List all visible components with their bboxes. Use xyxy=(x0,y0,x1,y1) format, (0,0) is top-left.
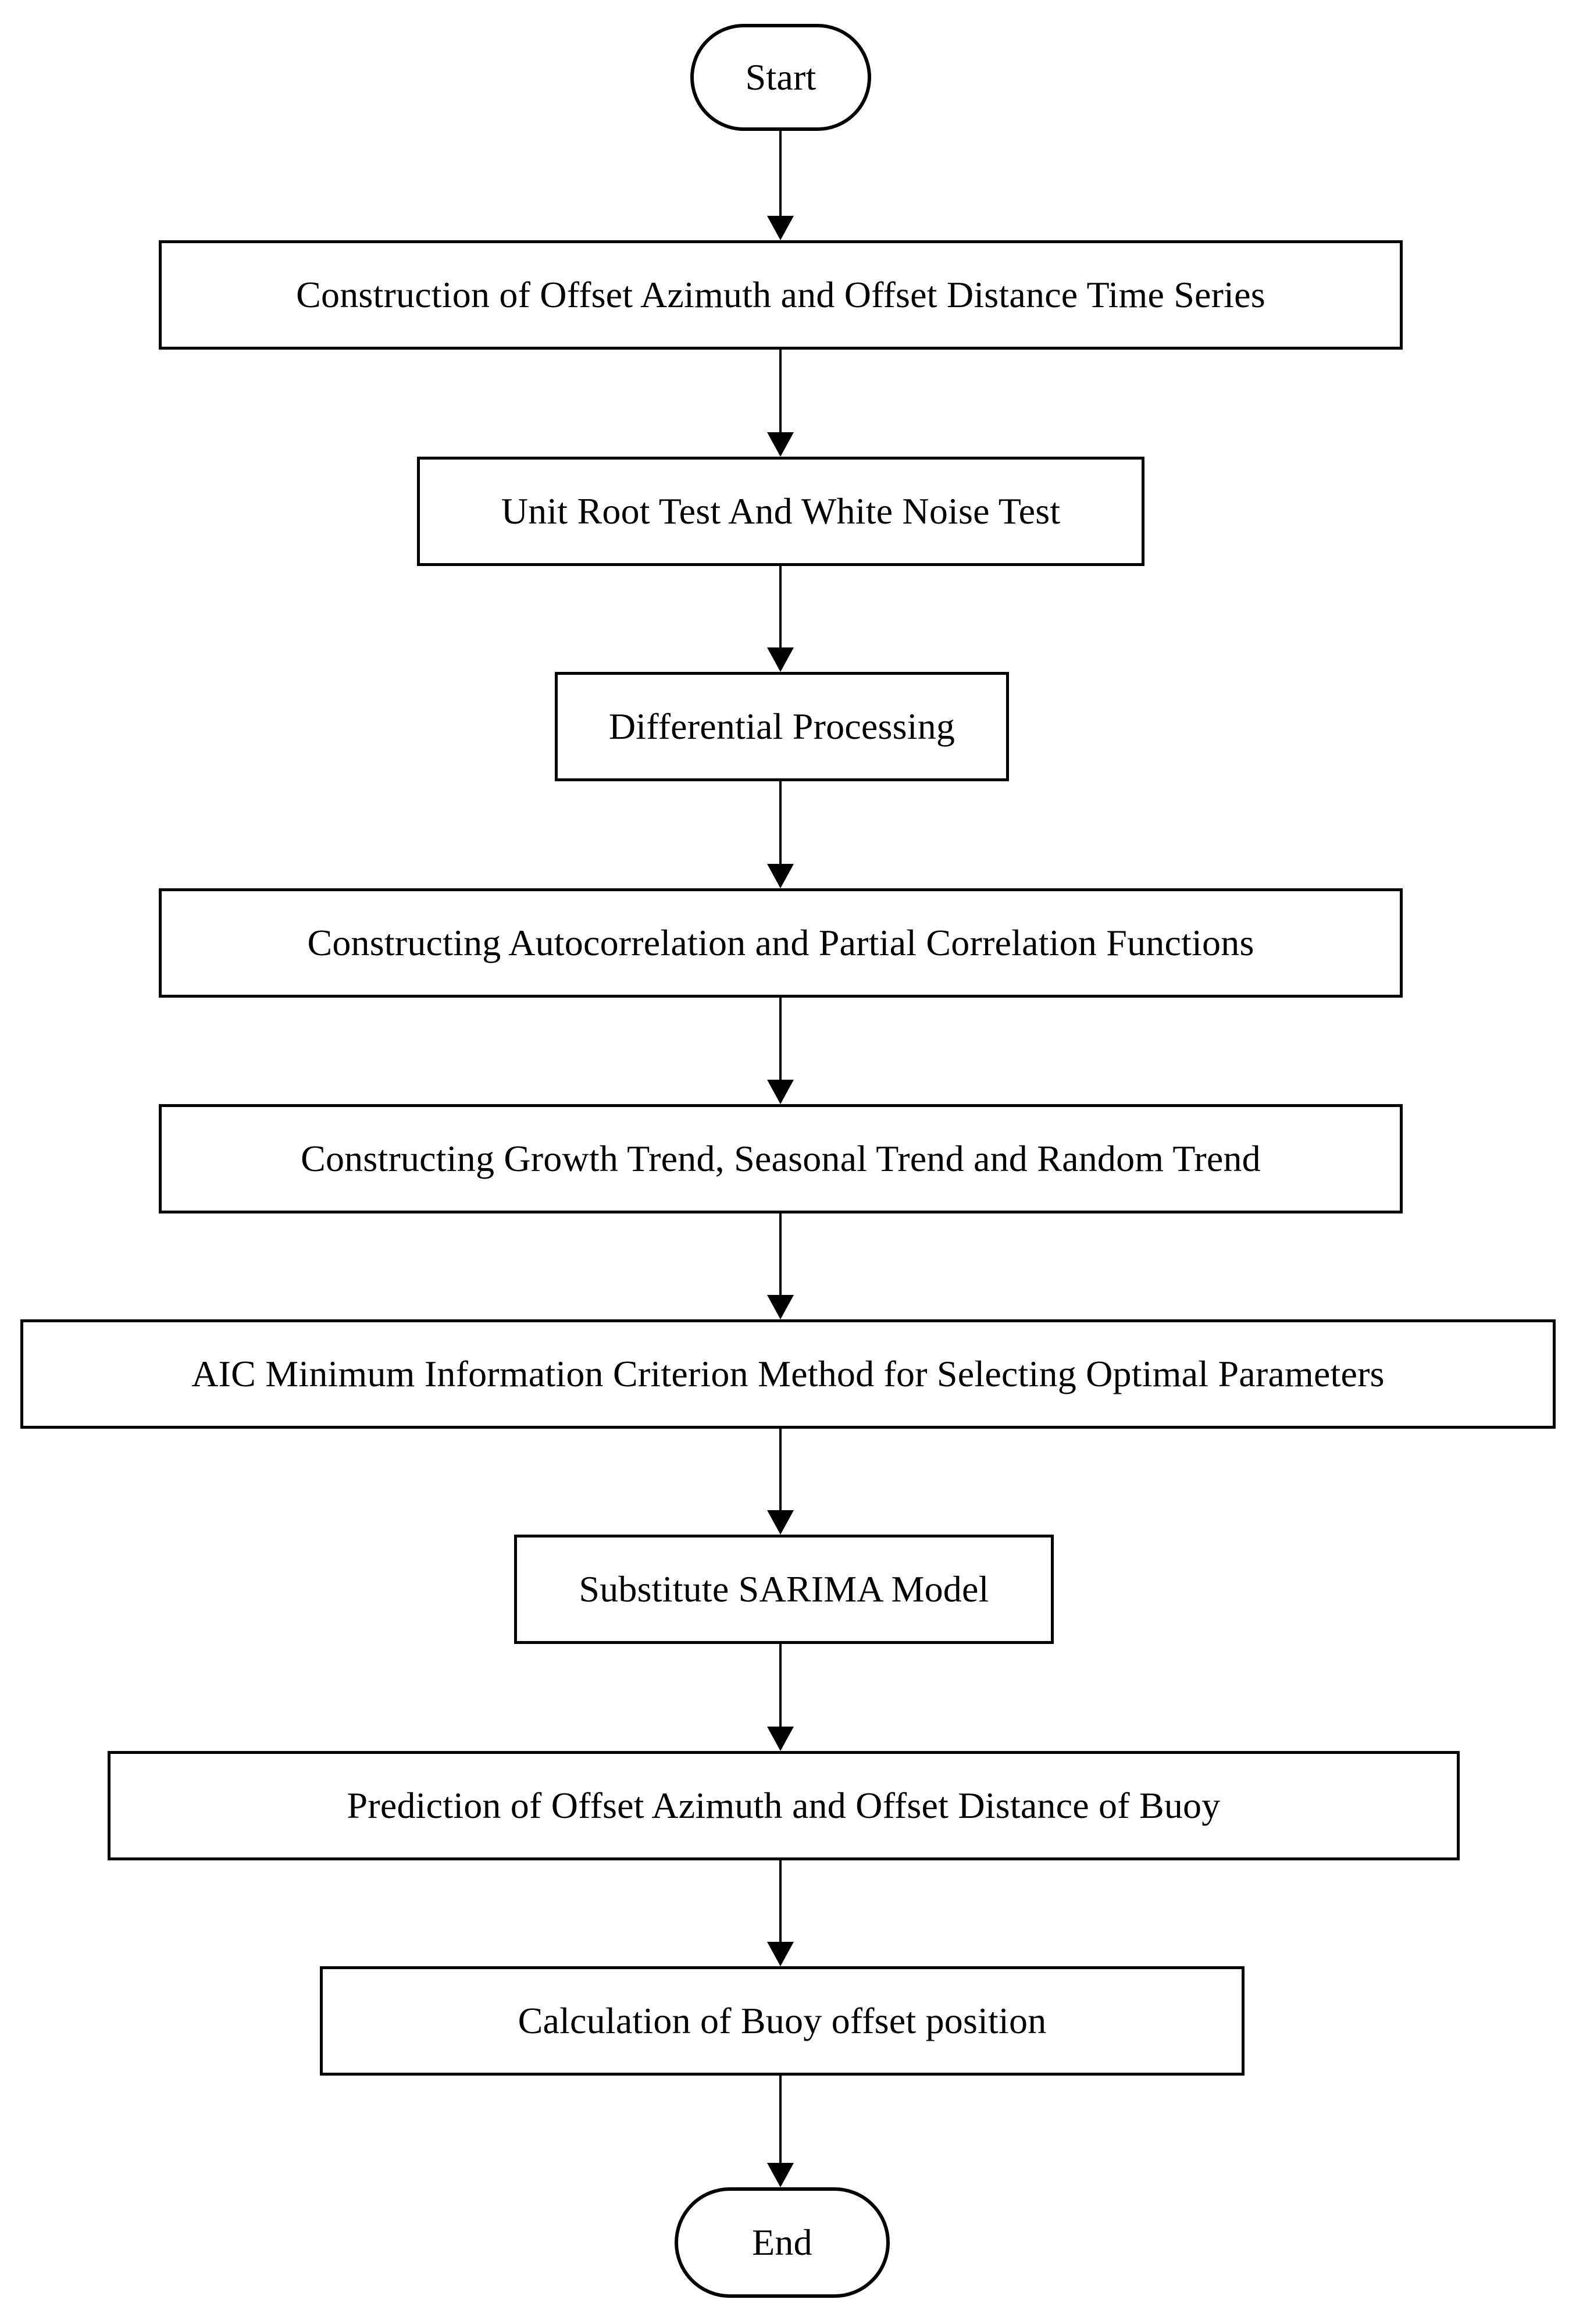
flowchart-node-construct-series: Construction of Offset Azimuth and Offse… xyxy=(159,240,1403,350)
connector-line xyxy=(779,131,782,216)
node-label: Constructing Growth Trend, Seasonal Tren… xyxy=(301,1138,1261,1180)
connector-arrow xyxy=(757,998,804,1104)
flowchart-node-unit-root-white-noise: Unit Root Test And White Noise Test xyxy=(417,457,1144,566)
node-label: End xyxy=(752,2222,812,2264)
node-label: Calculation of Buoy offset position xyxy=(518,2000,1047,2042)
arrowhead-icon xyxy=(767,1295,794,1319)
arrowhead-icon xyxy=(767,216,794,240)
flowchart-node-acf-pacf: Constructing Autocorrelation and Partial… xyxy=(159,888,1403,998)
connector-line xyxy=(779,998,782,1080)
node-label: Constructing Autocorrelation and Partial… xyxy=(307,922,1254,964)
connector-line xyxy=(779,1429,782,1510)
node-label: Construction of Offset Azimuth and Offse… xyxy=(296,274,1265,316)
arrowhead-icon xyxy=(767,1080,794,1104)
flowchart-node-trends: Constructing Growth Trend, Seasonal Tren… xyxy=(159,1104,1403,1213)
flowchart-node-sarima-model: Substitute SARIMA Model xyxy=(514,1535,1054,1644)
connector-arrow xyxy=(757,1644,804,1751)
connector-line xyxy=(779,1860,782,1942)
node-label: AIC Minimum Information Criterion Method… xyxy=(191,1353,1385,1395)
flowchart-node-aic-criterion: AIC Minimum Information Criterion Method… xyxy=(20,1319,1556,1429)
connector-line xyxy=(779,566,782,647)
connector-line xyxy=(779,781,782,864)
connector-arrow xyxy=(757,1213,804,1319)
connector-line xyxy=(779,1644,782,1727)
arrowhead-icon xyxy=(767,1510,794,1535)
flowchart-node-prediction: Prediction of Offset Azimuth and Offset … xyxy=(108,1751,1460,1860)
arrowhead-icon xyxy=(767,432,794,457)
node-label: Unit Root Test And White Noise Test xyxy=(501,490,1061,532)
connector-arrow xyxy=(757,350,804,457)
connector-arrow xyxy=(757,566,804,672)
arrowhead-icon xyxy=(767,1727,794,1751)
flowchart-node-differential-processing: Differential Processing xyxy=(555,672,1009,781)
connector-arrow xyxy=(757,1429,804,1535)
connector-arrow xyxy=(757,2076,804,2187)
connector-arrow xyxy=(757,1860,804,1966)
connector-line xyxy=(779,2076,782,2163)
arrowhead-icon xyxy=(767,1942,794,1966)
connector-arrow xyxy=(757,781,804,888)
connector-line xyxy=(779,1213,782,1295)
connector-line xyxy=(779,350,782,432)
flowchart-node-end: End xyxy=(675,2187,890,2298)
node-label: Differential Processing xyxy=(608,706,955,748)
connector-arrow xyxy=(757,131,804,240)
arrowhead-icon xyxy=(767,864,794,888)
arrowhead-icon xyxy=(767,2163,794,2187)
node-label: Start xyxy=(745,56,816,98)
flowchart-node-calculate-position: Calculation of Buoy offset position xyxy=(320,1966,1245,2076)
arrowhead-icon xyxy=(767,647,794,672)
flowchart-node-start: Start xyxy=(690,24,871,131)
node-label: Prediction of Offset Azimuth and Offset … xyxy=(347,1785,1221,1827)
node-label: Substitute SARIMA Model xyxy=(579,1568,989,1610)
